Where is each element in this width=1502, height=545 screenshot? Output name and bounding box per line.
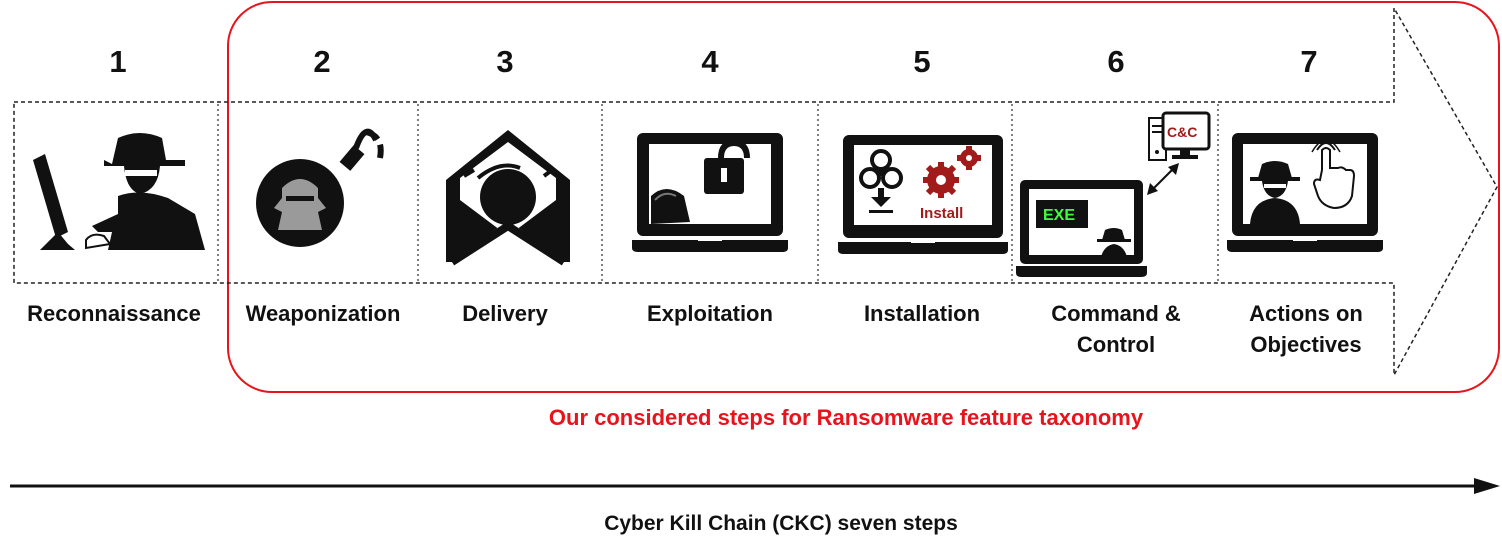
highlight-frame <box>227 1 1500 393</box>
bomb-hacker-icon <box>256 128 384 247</box>
step-5-number: 5 <box>913 44 931 79</box>
command-control-icon: EXE C&C <box>1016 111 1211 277</box>
biohazard-install-laptop-icon: Install <box>838 135 1008 254</box>
step-1-number: 1 <box>109 44 127 79</box>
step-3-number: 3 <box>496 44 514 79</box>
step-2-number: 2 <box>313 44 331 79</box>
step-7-number: 7 <box>1300 44 1318 79</box>
step-7-label: Actions on Objectives <box>1249 301 1363 357</box>
hacker-at-computer-icon <box>33 133 205 250</box>
step-3-label: Delivery <box>462 301 548 326</box>
highlight-caption: Our considered steps for Ransomware feat… <box>548 405 1144 430</box>
step-5-label: Installation <box>863 301 981 326</box>
unlocked-laptop-icon <box>632 133 788 252</box>
step-4-number: 4 <box>701 44 719 79</box>
step-6-label: Command & Control <box>1051 301 1181 357</box>
step-4-label: Exploitation <box>647 301 773 326</box>
kill-chain-arrow-outline <box>13 5 1498 376</box>
cc-label: C&C <box>1167 124 1197 140</box>
timeline-arrowhead <box>1474 478 1500 494</box>
step-6-number: 6 <box>1107 44 1125 79</box>
exe-label: EXE <box>1043 207 1075 224</box>
step-1-label: Reconnaissance <box>27 301 201 326</box>
hacker-click-laptop-icon <box>1227 133 1383 252</box>
malicious-email-icon <box>446 130 570 266</box>
timeline-caption: Cyber Kill Chain (CKC) seven steps <box>604 512 958 535</box>
install-label: Install <box>920 205 963 222</box>
step-2-label: Weaponization <box>245 301 401 326</box>
